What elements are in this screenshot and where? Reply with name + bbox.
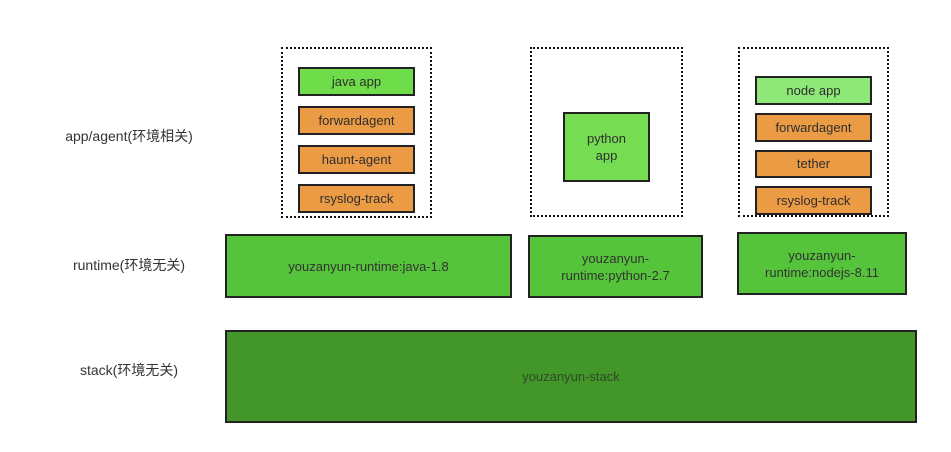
python-app-box: python app bbox=[563, 112, 650, 182]
runtime-java-box: youzanyun-runtime:java-1.8 bbox=[225, 234, 512, 298]
java-app-group: java app forwardagent haunt-agent rsyslo… bbox=[281, 47, 432, 218]
stack-box: youzanyun-stack bbox=[225, 330, 917, 423]
layer-label-app-agent: app/agent(环境相关) bbox=[65, 128, 193, 144]
node-group-tether-box: tether bbox=[755, 149, 872, 179]
node-app-group: node app forwardagent tether rsyslog-tra… bbox=[738, 47, 889, 217]
node-group-forwardagent-box: forwardagent bbox=[755, 112, 872, 142]
python-app-group: python app bbox=[530, 47, 683, 217]
java-group-forwardagent-box: forwardagent bbox=[298, 106, 415, 135]
runtime-nodejs-box: youzanyun-runtime:nodejs-8.11 bbox=[737, 232, 907, 295]
java-app-box: java app bbox=[298, 67, 415, 96]
layer-label-stack: stack(环境无关) bbox=[80, 362, 178, 378]
node-app-box: node app bbox=[755, 76, 872, 105]
java-group-haunt-agent-box: haunt-agent bbox=[298, 145, 415, 174]
runtime-python-box: youzanyun-runtime:python-2.7 bbox=[528, 235, 703, 298]
layer-label-runtime: runtime(环境无关) bbox=[72, 257, 185, 273]
node-group-rsyslog-track-box: rsyslog-track bbox=[755, 186, 872, 215]
java-group-rsyslog-track-box: rsyslog-track bbox=[298, 184, 415, 213]
